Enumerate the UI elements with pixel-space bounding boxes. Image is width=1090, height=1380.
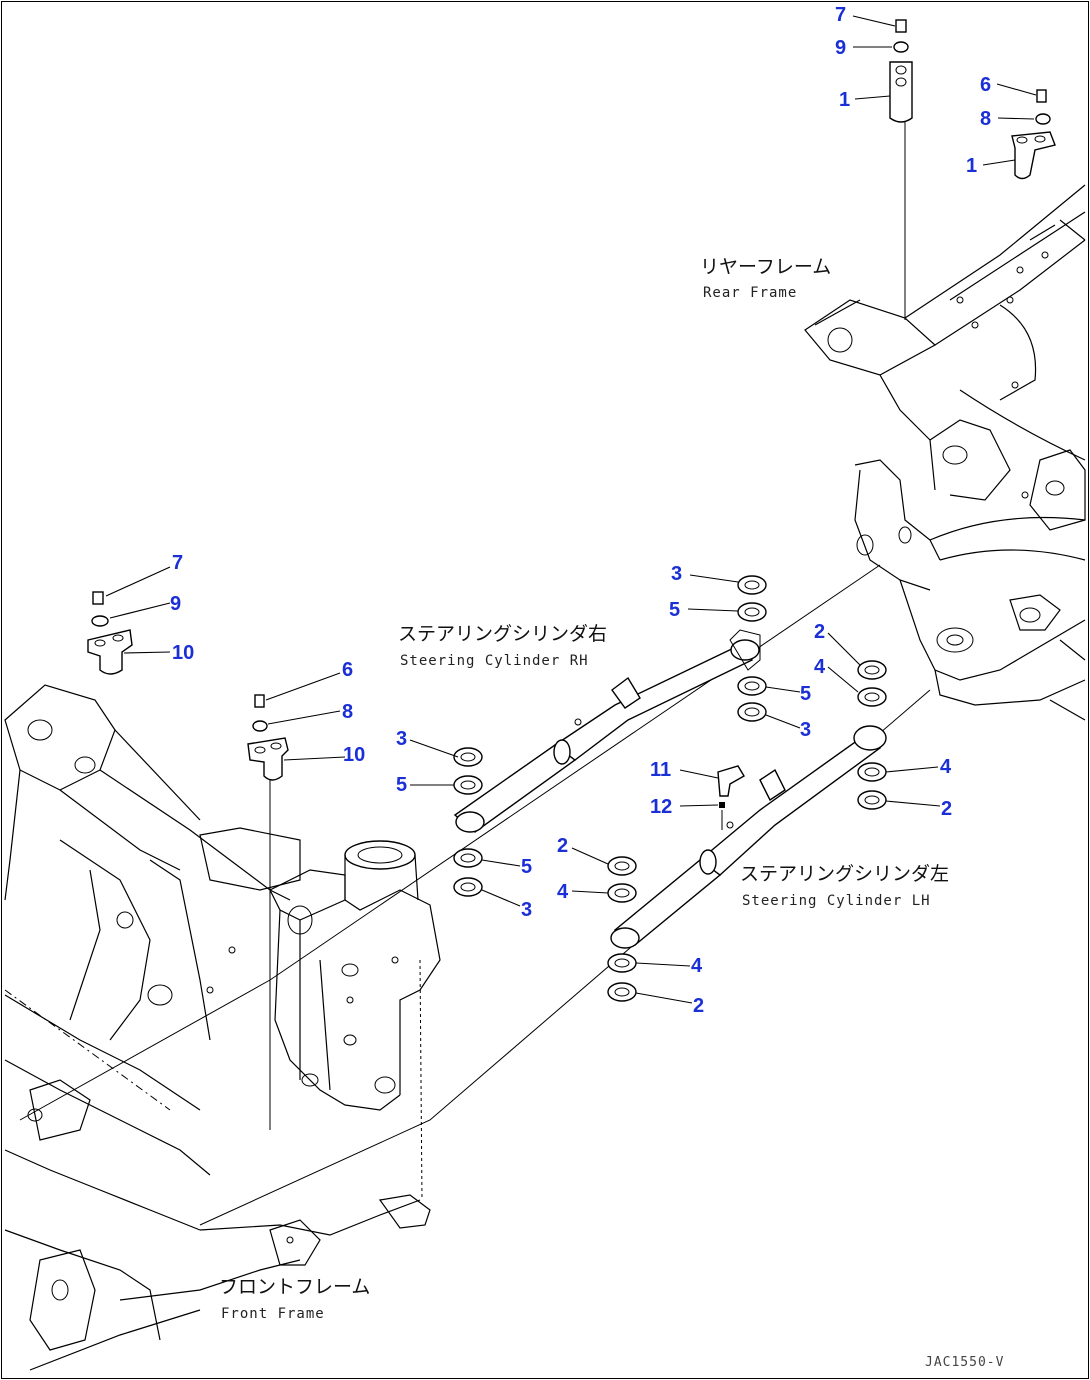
rear-frame-drawing [804,184,1086,721]
callout-numbers: 7 9 1 6 8 1 7 9 10 6 8 10 3 5 2 4 5 3 4 … [170,4,991,1017]
callout-2: 2 [693,995,704,1017]
callout-6: 6 [342,659,353,681]
callout-8: 8 [980,108,991,130]
callout-6: 6 [980,74,991,96]
steering-cylinder-lh-label-en: Steering Cylinder LH [742,893,931,909]
steering-cylinder-rh-label-en: Steering Cylinder RH [400,653,589,669]
callout-3: 3 [396,728,407,750]
callout-5: 5 [800,683,811,705]
callout-1: 1 [966,155,977,177]
callout-12: 12 [650,796,672,818]
steering-cylinder-rh [453,629,761,833]
callout-3: 3 [671,563,682,585]
callout-9: 9 [835,37,846,59]
callout-7: 7 [835,4,846,26]
callout-10: 10 [343,744,365,766]
front-frame-label-en: Front Frame [221,1306,325,1322]
steering-cylinder-lh-label-jp: ステアリングシリンダ左 [740,863,949,885]
callout-4: 4 [814,656,826,678]
callout-5: 5 [396,774,407,796]
hardware-parts [87,19,1056,1002]
callout-5: 5 [521,856,532,878]
callout-10: 10 [172,642,194,664]
callout-3: 3 [521,899,532,921]
callout-8: 8 [342,701,353,723]
leader-lines [105,15,1037,1004]
callout-4: 4 [691,955,703,977]
rear-frame-label-jp: リヤーフレーム [700,256,831,278]
callout-2: 2 [941,798,952,820]
drawing-code: JAC1550-V [925,1355,1004,1370]
front-frame-label-jp: フロントフレーム [219,1276,370,1298]
callout-4: 4 [940,756,952,778]
callout-2: 2 [814,621,825,643]
callout-2: 2 [557,835,568,857]
callout-5: 5 [669,599,680,621]
part-labels: リヤーフレーム Rear Frame ステアリングシリンダ右 Steering … [219,256,1004,1370]
callout-3: 3 [800,719,811,741]
front-frame-drawing [4,684,441,1371]
callout-7: 7 [172,552,183,574]
rear-frame-label-en: Rear Frame [703,285,797,301]
callout-4: 4 [557,881,569,903]
callout-9: 9 [170,593,181,615]
steering-cylinder-lh [610,725,887,949]
callout-11: 11 [650,759,671,781]
callout-1: 1 [839,89,850,111]
steering-cylinder-rh-label-jp: ステアリングシリンダ右 [398,623,607,645]
